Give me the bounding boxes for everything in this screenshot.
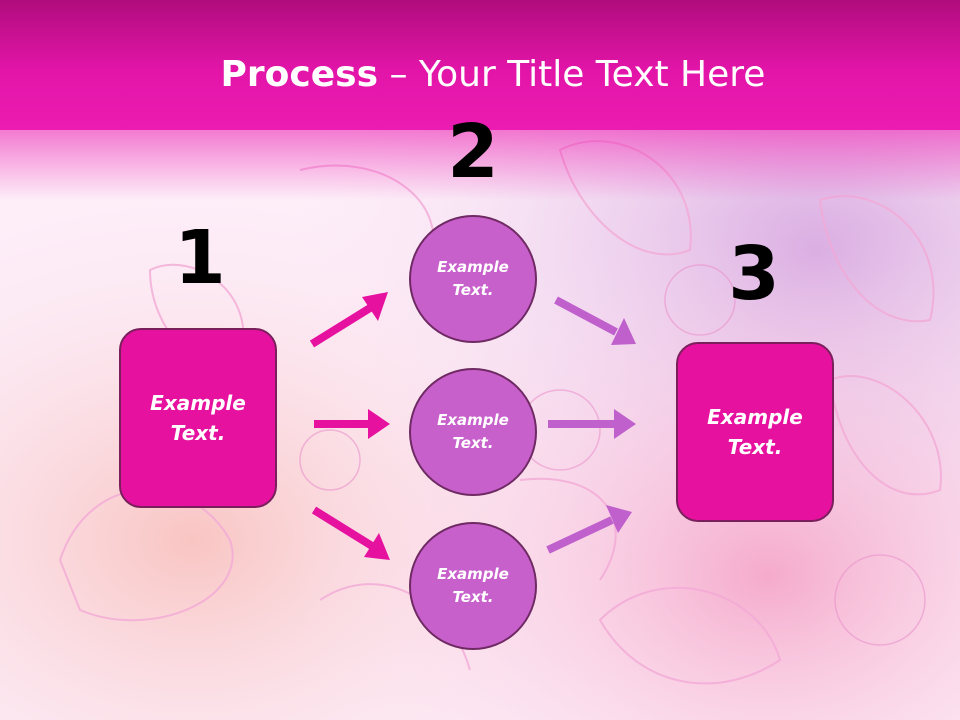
step-3-box: Example Text. [676,342,834,522]
step-number-1: 1 [174,215,226,301]
step-2-circle-bottom: Example Text. [409,522,537,650]
arrow-to-middle-circle [314,409,390,439]
step-number-3: 3 [728,231,780,317]
arrow-from-middle-circle [548,409,636,439]
arrow-to-top-circle [309,292,388,348]
step-2-circle-top-text: Example Text. [437,258,509,299]
step-2-circle-middle-text: Example Text. [437,411,509,452]
step-2-circle-top: Example Text. [409,215,537,343]
arrow-from-bottom-circle [546,505,632,554]
arrow-to-bottom-circle [311,506,390,560]
arrow-from-top-circle [554,296,636,345]
title-bar-fade [0,130,960,200]
slide-title: Process – Your Title Text Here [0,50,960,100]
step-2-circle-middle: Example Text. [409,368,537,496]
title-rest: – Your Title Text Here [378,54,766,95]
step-3-text: Example Text. [707,405,803,459]
step-2-circle-bottom-text: Example Text. [437,565,509,606]
step-1-box: Example Text. [119,328,277,508]
title-bar [0,0,960,130]
step-number-2: 2 [447,109,499,195]
title-bold: Process [220,54,379,95]
step-1-text: Example Text. [150,391,246,445]
